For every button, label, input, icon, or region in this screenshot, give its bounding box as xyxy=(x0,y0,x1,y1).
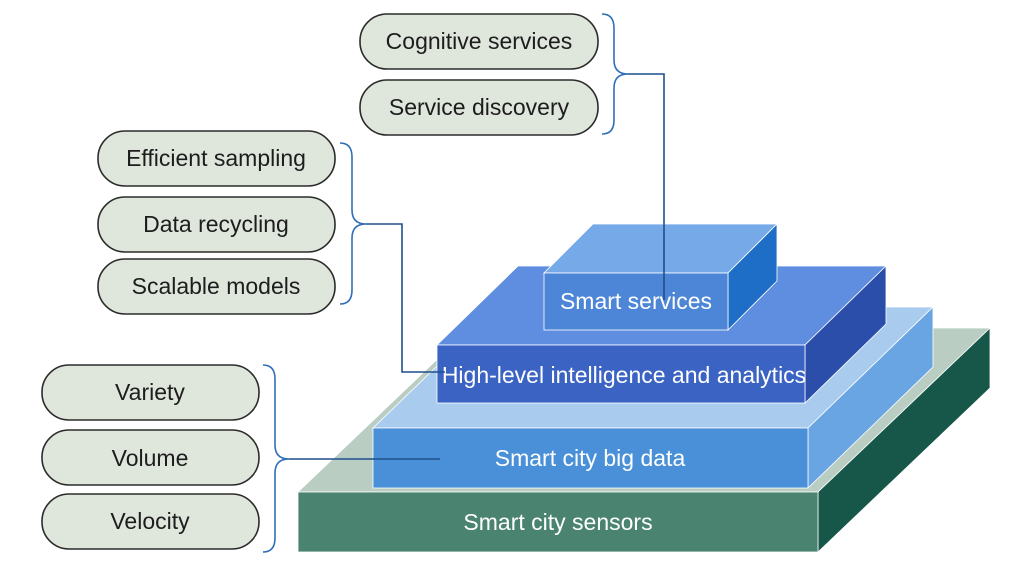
pill-cognitive-services: Cognitive services xyxy=(359,13,599,70)
layer-sensors-label: Smart city sensors xyxy=(463,509,652,535)
analytics-group: Efficient sampling Data recycling Scalab… xyxy=(97,130,445,373)
pill-efficient-sampling: Efficient sampling xyxy=(97,130,336,187)
svg-text:Volume: Volume xyxy=(112,445,189,471)
layer-big-data-front xyxy=(372,427,809,489)
pill-volume: Volume xyxy=(41,429,260,486)
svg-text:Scalable models: Scalable models xyxy=(132,273,301,299)
layer-services-front xyxy=(543,272,729,331)
analytics-connector xyxy=(366,223,445,373)
svg-text:Velocity: Velocity xyxy=(110,508,190,534)
pill-data-recycling: Data recycling xyxy=(97,196,336,253)
pill-variety: Variety xyxy=(41,364,260,421)
data-brace xyxy=(262,364,290,553)
pill-scalable-models: Scalable models xyxy=(97,258,336,315)
services-group: Cognitive services Service discovery xyxy=(359,13,665,300)
layer-services: Smart services xyxy=(543,223,778,331)
layer-analytics-label: High-level intelligence and analytics xyxy=(442,362,806,388)
svg-text:Data recycling: Data recycling xyxy=(143,211,289,237)
data-group: Variety Volume Velocity xyxy=(41,364,440,553)
layer-sensors-front xyxy=(297,491,819,553)
svg-text:Service discovery: Service discovery xyxy=(389,94,570,120)
pill-service-discovery: Service discovery xyxy=(359,79,599,136)
svg-text:Cognitive services: Cognitive services xyxy=(386,28,573,54)
pill-velocity: Velocity xyxy=(41,493,260,550)
services-brace xyxy=(601,13,629,135)
svg-text:Efficient sampling: Efficient sampling xyxy=(126,145,306,171)
analytics-brace xyxy=(339,142,367,305)
layer-big-data-label: Smart city big data xyxy=(495,445,686,471)
services-connector xyxy=(628,73,665,300)
svg-text:Variety: Variety xyxy=(115,379,185,405)
layer-services-label: Smart services xyxy=(560,288,712,314)
layer-analytics-front xyxy=(436,344,806,404)
